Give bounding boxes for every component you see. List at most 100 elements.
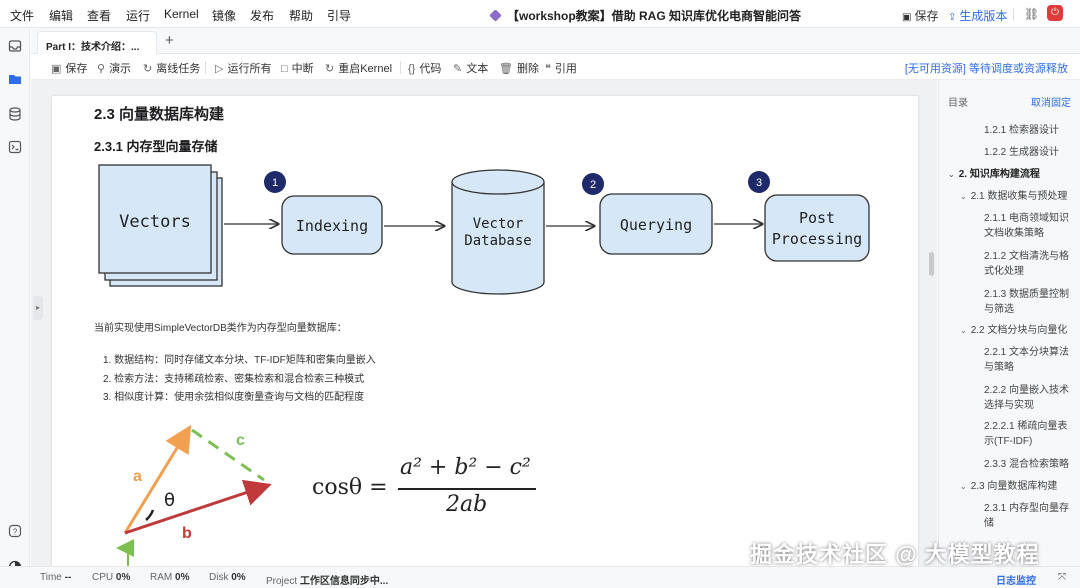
status-cpu-value: 0% [115, 572, 131, 583]
toolbar-save-label: 保存 [65, 63, 88, 75]
fraction-bar [398, 488, 536, 490]
inbox-icon[interactable] [8, 39, 22, 53]
log-monitor-button[interactable]: 日志监控 [996, 576, 1036, 587]
toc-item[interactable]: 2.3.1 内存型向量存 [984, 503, 1070, 514]
cite-label: 引用 [554, 63, 577, 75]
code-label: 代码 [419, 63, 442, 75]
resource-status-link[interactable]: [无可用资源] 等待调度或资源释放 [904, 63, 1068, 75]
toc-item-label: 2.3 向量数据库构建 [970, 481, 1058, 492]
power-icon[interactable]: ⏻ [1047, 5, 1063, 21]
scrollbar-thumb[interactable] [929, 252, 934, 276]
demo-label: 演示 [109, 63, 132, 75]
toc-item[interactable]: 2.1.2 文档清洗与格 [984, 251, 1070, 262]
database-icon[interactable] [8, 107, 22, 121]
indexing-label: Indexing [296, 217, 368, 235]
toc-item[interactable]: ⌄2.2 文档分块与向量化 [960, 323, 1067, 338]
toc-item[interactable]: 示(TF-IDF) [984, 436, 1033, 447]
vectors-label: Vectors [119, 212, 191, 232]
querying-box: Querying [599, 193, 713, 255]
menubar-divider [1013, 8, 1014, 20]
formula-denominator: 2ab [446, 492, 488, 517]
toc-item[interactable]: 2.1.1 电商领域知识 [984, 213, 1070, 224]
toc-item[interactable]: 储 [984, 518, 994, 529]
list-item: 2. 检索方法：支持稀疏检索、密集检索和混合检索三种模式 [103, 374, 365, 385]
toc-item[interactable]: 2.1.3 数据质量控制 [984, 289, 1070, 300]
fullscreen-icon[interactable]: ⤧ [1058, 572, 1066, 583]
interrupt-button[interactable]: □中断 [281, 60, 314, 76]
toc-item[interactable]: 选择与实现 [984, 400, 1034, 411]
menu-edit[interactable]: 编辑 [49, 9, 74, 23]
publish-button[interactable]: ⇪生成版本 [948, 7, 1007, 24]
status-project: Project 工作区信息同步中... [266, 572, 388, 587]
toolbar-save-button[interactable]: ▣保存 [51, 60, 87, 76]
formula-numerator: a² + b² − c² [400, 455, 531, 480]
toc-item[interactable]: 2.2.2.1 稀疏向量表 [984, 421, 1068, 432]
toc-item[interactable]: 与筛选 [984, 304, 1014, 315]
toc-item[interactable]: 文档收集策略 [984, 228, 1044, 239]
toc-item[interactable]: 2.2.2 向量嵌入技术 [984, 385, 1070, 396]
text-icon: ✎ [453, 63, 463, 75]
help-icon[interactable]: ? [8, 524, 22, 538]
run-all-button[interactable]: ▷运行所有 [215, 60, 271, 76]
status-ram: RAM 0% [150, 572, 189, 583]
menu-publish[interactable]: 发布 [250, 9, 275, 23]
watermark-text: 掘金技术社区 @ 大模型教程 [750, 542, 1040, 567]
toc-item[interactable]: 1.2.2 生成器设计 [984, 147, 1060, 158]
toc-item[interactable]: ⌄2. 知识库构建流程 [948, 167, 1040, 182]
toc-item-label: 2.1 数据收集与预处理 [970, 191, 1068, 202]
menu-file[interactable]: 文件 [10, 9, 35, 23]
chevron-down-icon: ⌄ [960, 326, 967, 335]
vectors-stack: Vectors [98, 164, 223, 287]
add-text-button[interactable]: ✎文本 [453, 60, 488, 76]
add-tab-icon[interactable]: + [165, 32, 174, 49]
toc-item[interactable]: ⌄2.1 数据收集与预处理 [960, 189, 1067, 204]
section-heading: 2.3 向量数据库构建 [94, 106, 225, 123]
step1-badge [264, 171, 286, 193]
toc-unpin-button[interactable]: 取消固定 [1031, 98, 1071, 109]
top-save-button[interactable]: ▣保存 [902, 7, 938, 24]
delete-label: 删除 [516, 63, 539, 75]
chevron-down-icon: ⌄ [960, 192, 967, 201]
angle-arc [145, 509, 155, 521]
toc-item[interactable]: 2.2.1 文本分块算法 [984, 347, 1070, 358]
status-ram-value: 0% [175, 572, 190, 583]
terminal-icon[interactable] [8, 140, 22, 154]
delete-button[interactable]: 🗑删除 [499, 60, 539, 76]
restart-kernel-button[interactable]: ↻重启Kernel [325, 60, 392, 76]
link-icon[interactable]: ⛓ [1024, 7, 1040, 21]
menu-guide[interactable]: 引导 [327, 9, 352, 23]
toc-item[interactable]: ⌄2.3 向量数据库构建 [960, 479, 1057, 494]
cite-button[interactable]: ❝引用 [545, 60, 577, 76]
trash-icon: 🗑 [499, 63, 513, 75]
menu-help[interactable]: 帮助 [289, 9, 314, 23]
menu-image[interactable]: 镜像 [212, 9, 237, 23]
db-label-line1: Vector [473, 216, 524, 232]
toolbar-divider [400, 61, 401, 74]
menu-kernel[interactable]: Kernel [164, 7, 199, 21]
label-theta: θ [164, 490, 175, 511]
status-cpu: CPU 0% [92, 572, 130, 583]
offline-task-button[interactable]: ↻离线任务 [143, 60, 200, 76]
menu-run[interactable]: 运行 [126, 9, 151, 23]
add-code-button[interactable]: {}代码 [408, 60, 441, 76]
toc-item[interactable]: 2.3.3 混合检索策略 [984, 459, 1070, 470]
toc-item[interactable]: 1.2.1 检索器设计 [984, 125, 1060, 136]
toc-item[interactable]: 式化处理 [984, 266, 1024, 277]
save-icon: ▣ [51, 63, 62, 75]
code-icon: {} [408, 63, 416, 75]
status-bar: Time -- CPU 0% RAM 0% Disk 0% Project 工作… [0, 566, 1080, 588]
list-item: 3. 相似度计算：使用余弦相似度衡量查询与文档的匹配程度 [103, 392, 365, 403]
save-icon: ▣ [902, 12, 912, 23]
toc-item[interactable]: 与策略 [984, 362, 1014, 373]
collapse-sidebar-handle[interactable]: ▸ [33, 296, 43, 320]
tab-part1[interactable]: Part I：技术介绍：... [37, 31, 157, 54]
vector-c-dashed [191, 428, 265, 482]
cosine-triangle-diagram: a c θ b [116, 424, 272, 566]
folder-icon[interactable] [8, 72, 22, 86]
demo-button[interactable]: ⚲演示 [97, 60, 131, 76]
status-disk-label: Disk [209, 572, 229, 583]
menu-view[interactable]: 查看 [87, 9, 112, 23]
db-label-line2: Database [464, 233, 531, 249]
subsection-heading: 2.3.1 内存型向量存储 [94, 139, 218, 154]
svg-text:?: ? [13, 528, 18, 537]
